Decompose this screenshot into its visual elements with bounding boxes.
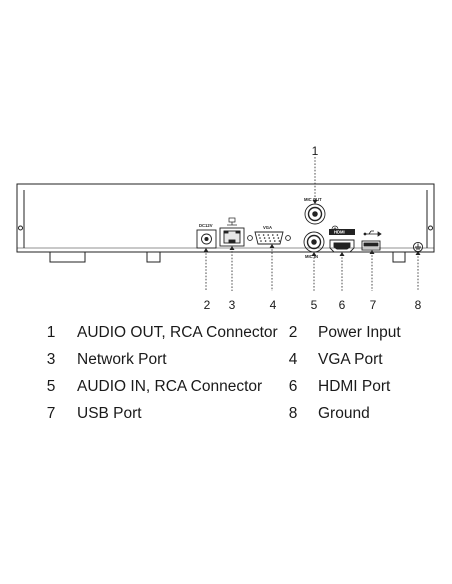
callout-3: 3 [229,298,236,312]
callout-1: 1 [312,144,319,158]
vga-pin [274,240,276,242]
network-port [219,227,245,247]
vga-pin [263,237,266,239]
callout-8: 8 [415,298,422,312]
vga-pin [276,234,279,236]
mic-out-label: MIC OUT [304,197,322,202]
audio-out-rca-connector [304,203,326,225]
vga-pin [264,240,267,242]
leader-lines [205,157,419,291]
callout-2: 2 [204,298,211,312]
audio-in-rca-connector [303,231,325,253]
vga-pin [269,240,272,242]
hdmi-port [329,239,355,253]
vga-pin [268,237,271,239]
vga-pin [272,234,274,236]
hdmi-logo: HDMI [329,229,355,235]
svg-text:HDMI: HDMI [334,230,345,235]
callout-6: 6 [339,298,346,312]
vga-pin [273,237,275,239]
usb-port [361,240,381,251]
vga-pin [259,237,261,239]
power-input-port [196,229,217,249]
mic-in-label: MIC IN [305,254,318,259]
vga-pins [258,234,281,242]
vga-pin [260,240,262,242]
vga-pin [267,234,270,236]
dc-label: DC12V [199,223,213,228]
vga-pin [262,234,265,236]
vga-pin [258,234,260,236]
callout-4: 4 [270,298,277,312]
network-icon [227,217,237,226]
vga-port [247,231,291,245]
usb-icon [363,230,382,237]
callout-5: 5 [311,298,318,312]
vga-pin [278,240,281,242]
vga-pin [277,237,280,239]
callout-7: 7 [370,298,377,312]
vga-label: VGA [263,225,272,230]
leader-arrows [203,200,421,256]
